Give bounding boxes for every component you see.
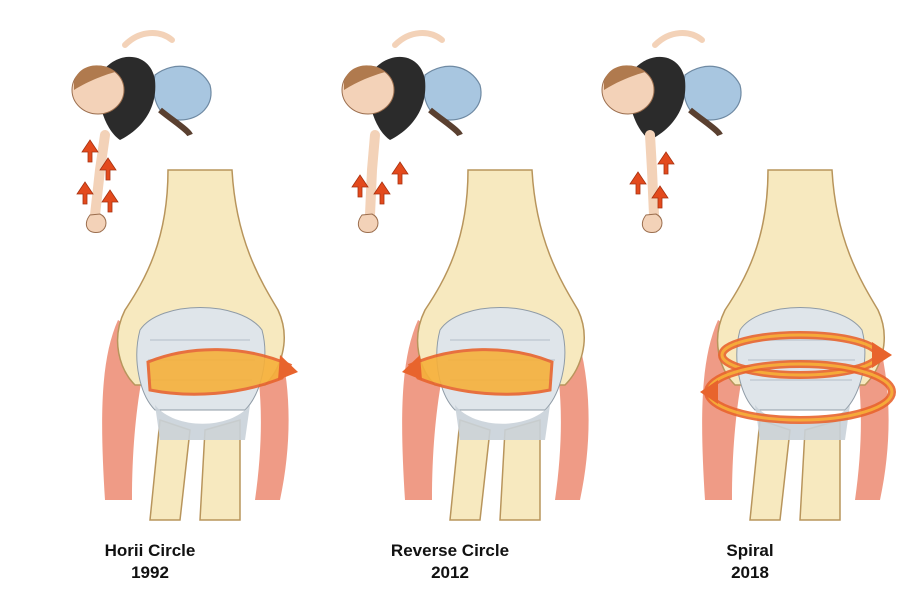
panel-illustration xyxy=(601,30,896,521)
panel-caption: Reverse Circle 2012 xyxy=(300,540,600,584)
technique-year: 2012 xyxy=(431,563,469,582)
patient-figure xyxy=(341,30,482,234)
elbow-joint xyxy=(102,169,289,521)
panel-caption: Spiral 2018 xyxy=(600,540,900,584)
elbow-joint xyxy=(402,169,589,521)
rotation-arrow-icon xyxy=(700,331,896,424)
technique-name: Spiral xyxy=(726,541,774,560)
panel-caption: Horii Circle 1992 xyxy=(0,540,300,584)
force-arrow-icon xyxy=(351,161,409,205)
technique-name: Horii Circle xyxy=(104,541,196,560)
rotation-arrow-icon xyxy=(402,348,554,396)
panel-horii-circle: Horii Circle 1992 xyxy=(0,0,300,600)
technique-name: Reverse Circle xyxy=(390,541,510,560)
panel-illustration xyxy=(71,30,298,521)
technique-year: 1992 xyxy=(131,563,169,582)
force-arrow-icon xyxy=(629,151,675,209)
rotation-arrow-icon xyxy=(146,348,298,396)
technique-year: 2018 xyxy=(731,563,769,582)
panel-illustration xyxy=(341,30,589,521)
force-arrow-icon xyxy=(76,139,119,213)
panel-reverse-circle: Reverse Circle 2012 xyxy=(300,0,600,600)
panel-spiral: Spiral 2018 xyxy=(600,0,900,600)
patient-figure xyxy=(601,30,742,234)
